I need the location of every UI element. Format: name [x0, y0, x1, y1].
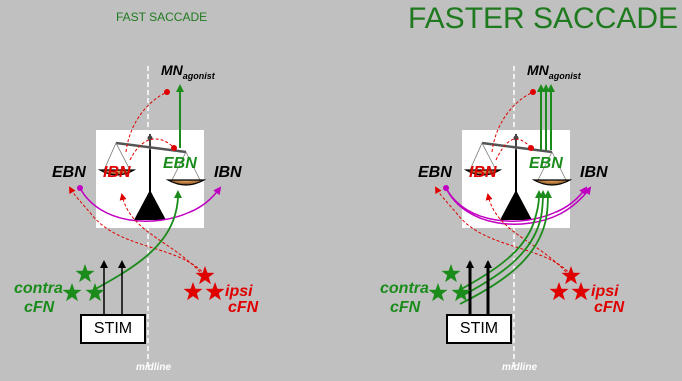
- mn-sub-label-left: agonist: [182, 70, 215, 81]
- contra-label-left: contra: [14, 280, 63, 297]
- panel-faster-saccade: [428, 66, 592, 368]
- ebn-left-label-left: EBN: [52, 164, 86, 181]
- cfn-ipsi-label-right: cFN: [594, 299, 625, 316]
- ebn-left-label-right: EBN: [418, 164, 452, 181]
- mn-agonist-label-left: MNagonist: [161, 62, 215, 81]
- contra-cfn-excitation-right-3: [459, 190, 552, 305]
- ibn-right-label-left: IBN: [214, 164, 242, 181]
- ipsi-cfn-stars-right: [549, 266, 591, 301]
- panel-fast-saccade: [62, 66, 225, 368]
- mn-agonist-label-right: MNagonist: [527, 62, 581, 81]
- contra-cfn-excitation-left: [89, 190, 182, 293]
- ibn-right-label-right: IBN: [580, 164, 608, 181]
- ibn-to-ebn-inhibition-left: [129, 138, 175, 161]
- ibn-to-ebn-inhibition-right: [495, 138, 532, 161]
- ebn-to-ibn-projection-right-2: [445, 186, 592, 225]
- ipsi-label-left: ipsi: [225, 283, 253, 300]
- ebn-to-ibn-projection-left: [79, 186, 222, 222]
- cfn-ipsi-label-left: cFN: [228, 299, 259, 316]
- mn-label-right: MN: [527, 62, 549, 78]
- contra-label-right: contra: [380, 280, 429, 297]
- ibn-red-label-right: IBN: [469, 164, 497, 181]
- stim-box-right: STIM: [446, 314, 512, 344]
- ipsi-label-right: ipsi: [591, 283, 619, 300]
- stim-box-left: STIM: [80, 314, 146, 344]
- ibn-red-label-left: IBN: [103, 164, 131, 181]
- cfn-contra-label-right: cFN: [390, 299, 421, 316]
- ipsi-cfn-to-ibn-right: [485, 193, 567, 273]
- ebn-green-label-right: EBN: [529, 155, 563, 172]
- contra-cfn-stars-right: [428, 264, 471, 302]
- panel-title-right: FASTER SACCADE: [408, 2, 679, 35]
- ipsi-cfn-to-ibn-left: [119, 193, 201, 273]
- midline-label-right: midline: [502, 362, 538, 373]
- ipsi-cfn-stars-left: [183, 266, 225, 301]
- panel-title-left: FAST SACCADE: [116, 10, 208, 24]
- ibn-to-mn-inhibition-left: [125, 91, 168, 153]
- ibn-to-mn-inhibition-right: [491, 91, 534, 153]
- ebn-green-label-left: EBN: [163, 155, 197, 172]
- cfn-contra-label-left: cFN: [24, 299, 55, 316]
- mn-label-left: MN: [161, 62, 183, 78]
- contra-cfn-excitation-right-1: [455, 190, 543, 293]
- mn-sub-label-right: agonist: [548, 70, 581, 81]
- midline-label-left: midline: [136, 362, 172, 373]
- contra-cfn-stars-left: [62, 264, 105, 302]
